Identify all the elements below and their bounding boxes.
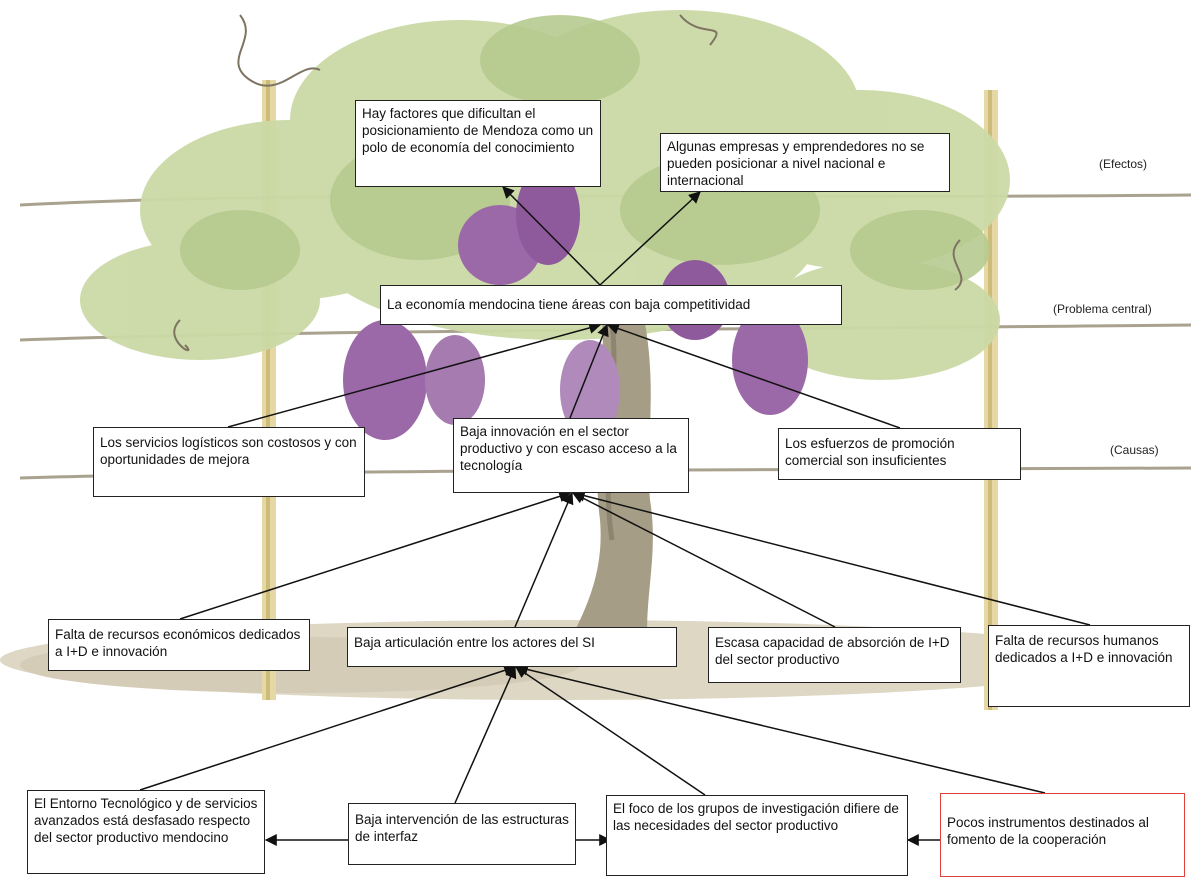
effect-box-posicionamiento: Hay factores que dificultan el posiciona… — [355, 100, 601, 187]
subcause-box-recursos-humanos: Falta de recursos humanos dedicados a I+… — [988, 625, 1190, 707]
label-causas: (Causas) — [1110, 443, 1159, 457]
central-problem-box: La economía mendocina tiene áreas con ba… — [380, 285, 842, 325]
subcause-box-recursos-economicos: Falta de recursos económicos dedicados a… — [48, 619, 310, 671]
cause-box-innovacion: Baja innovación en el sector productivo … — [453, 418, 689, 493]
root-box-baja-intervencion: Baja intervención de las estructuras de … — [348, 803, 576, 865]
label-problema-central: (Problema central) — [1053, 302, 1152, 316]
root-box-foco-grupos: El foco de los grupos de investigación d… — [606, 795, 908, 876]
subcause-box-baja-articulacion: Baja articulación entre los actores del … — [347, 627, 677, 667]
label-efectos: (Efectos) — [1099, 157, 1148, 171]
tendril — [679, 14, 718, 46]
tendril — [173, 319, 190, 352]
root-box-pocos-instrumentos: Pocos instrumentos destinados al fomento… — [940, 793, 1185, 877]
cause-box-logistica: Los servicios logísticos son costosos y … — [93, 427, 365, 497]
root-box-entorno-tecnologico: El Entorno Tecnológico y de servicios av… — [27, 790, 265, 874]
tendril — [237, 14, 321, 87]
effect-box-empresas: Algunas empresas y emprendedores no se p… — [660, 133, 950, 192]
subcause-box-escasa-absorcion: Escasa capacidad de absorción de I+D del… — [708, 627, 961, 683]
tendril — [952, 239, 963, 291]
cause-box-promocion: Los esfuerzos de promoción comercial son… — [778, 428, 1021, 480]
